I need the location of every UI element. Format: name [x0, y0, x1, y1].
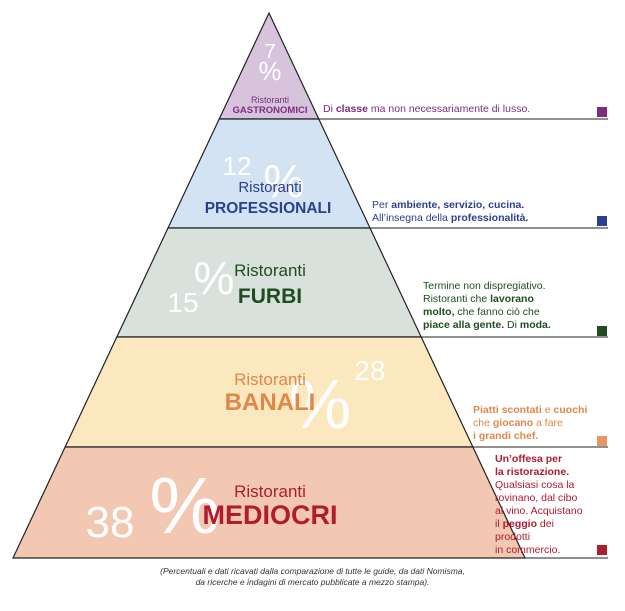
- tier-label-top-banali: Ristoranti: [234, 370, 306, 389]
- tier-label-main-gastronomici: GASTRONOMICI: [233, 105, 308, 116]
- percentage-gastronomici: 7: [264, 41, 275, 63]
- color-marker-furbi: [597, 326, 607, 336]
- color-marker-gastronomici: [597, 107, 607, 117]
- color-marker-mediocri: [597, 545, 607, 555]
- tier-label-main-banali: BANALI: [225, 389, 316, 416]
- description-professionali: Per ambiente, servizio, cucina.All’inseg…: [372, 199, 529, 224]
- footnote-line-2: da ricerche e indagini di mercato pubbli…: [195, 577, 430, 587]
- tier-label-top-professionali: Ristoranti: [238, 179, 301, 196]
- tier-label-main-furbi: FURBI: [238, 285, 302, 308]
- tier-label-top-gastronomici: Ristoranti: [251, 95, 289, 105]
- percentage-furbi: 15: [167, 287, 198, 318]
- percentage-sign-banali: %: [289, 365, 351, 443]
- tier-label-main-professionali: PROFESSIONALI: [205, 200, 332, 217]
- percentage-sign-furbi: %: [194, 252, 235, 304]
- color-marker-banali: [597, 436, 607, 446]
- percentage-mediocri: 38: [86, 498, 135, 547]
- percentage-sign-professionali: %: [264, 155, 305, 207]
- footnote: (Percentuali e dati ricavati dalla compa…: [0, 566, 625, 588]
- percentage-sign-mediocri: %: [149, 461, 220, 550]
- description-gastronomici: Di classe ma non necessariamente di luss…: [323, 103, 531, 115]
- tier-label-top-mediocri: Ristoranti: [234, 482, 306, 501]
- description-furbi: Termine non dispregiativo.Ristoranti che…: [423, 280, 551, 331]
- tier-label-top-furbi: Ristoranti: [234, 261, 306, 280]
- footnote-line-1: (Percentuali e dati ricavati dalla compa…: [160, 566, 465, 576]
- tier-label-main-mediocri: MEDIOCRI: [203, 500, 338, 530]
- percentage-sign-gastronomici: %: [259, 58, 282, 86]
- percentage-banali: 28: [354, 355, 385, 386]
- pyramid-tier-furbi: [115, 227, 423, 338]
- percentage-professionali: 12: [223, 151, 252, 181]
- color-marker-professionali: [597, 216, 607, 226]
